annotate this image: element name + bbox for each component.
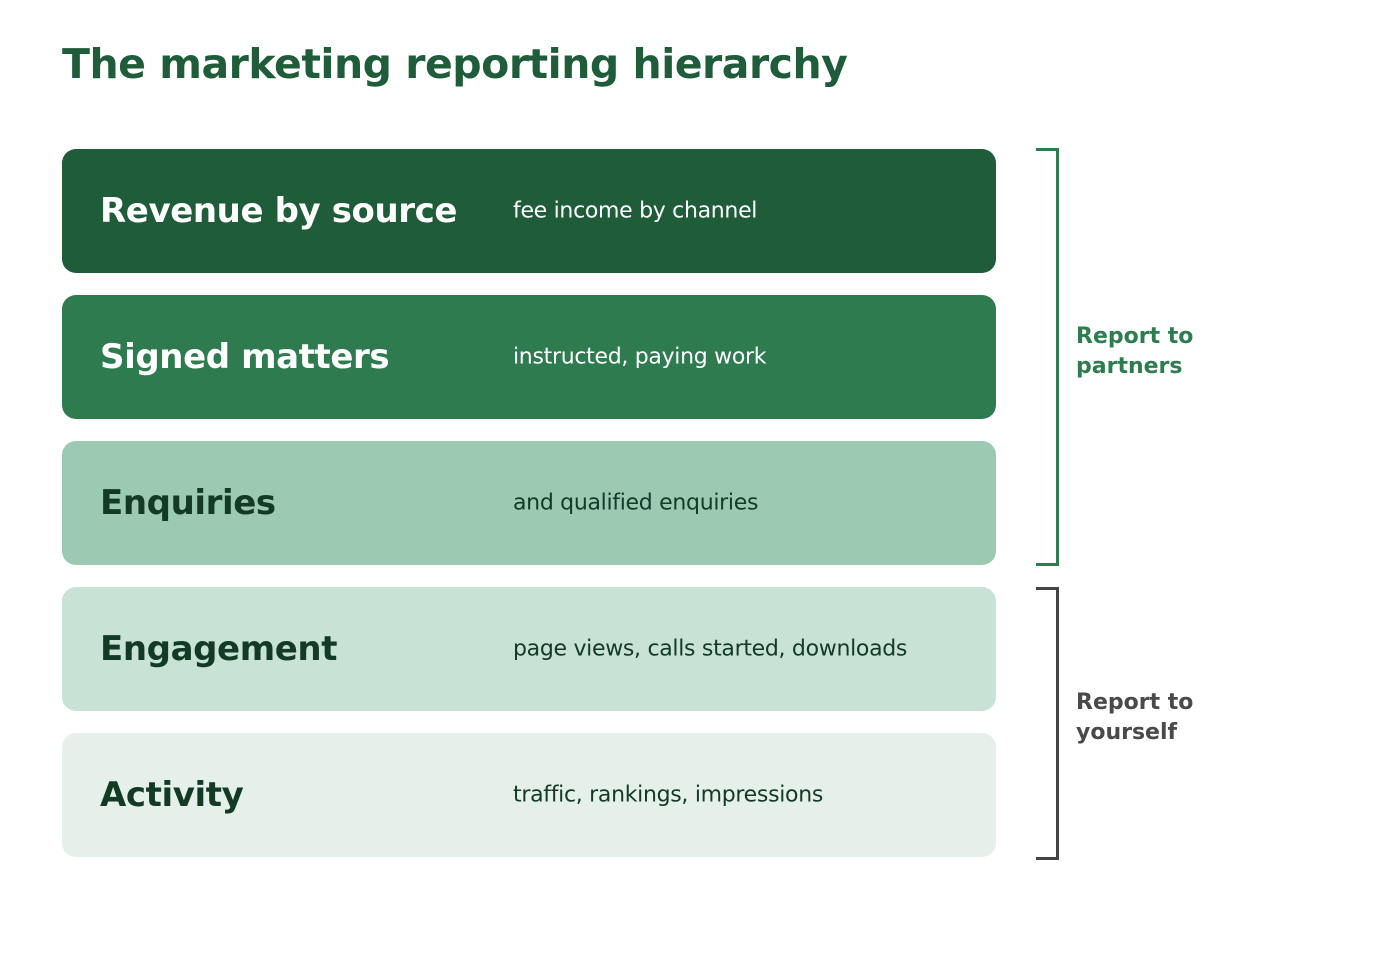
- tier-description: fee income by channel: [513, 198, 758, 224]
- tier-revenue-by-source: Revenue by source fee income by channel: [62, 149, 996, 273]
- tier-enquiries: Enquiries and qualified enquiries: [62, 441, 996, 565]
- hierarchy-tiers: Revenue by source fee income by channel …: [62, 149, 996, 879]
- tier-description: traffic, rankings, impressions: [513, 782, 824, 808]
- tier-name: Signed matters: [100, 337, 390, 377]
- tier-name: Enquiries: [100, 483, 276, 523]
- tier-name: Engagement: [100, 629, 338, 669]
- tier-name: Activity: [100, 775, 244, 815]
- partners-bracket: [1036, 148, 1059, 566]
- tier-activity: Activity traffic, rankings, impressions: [62, 733, 996, 857]
- yourself-group-label: Report to yourself: [1076, 690, 1194, 745]
- tier-signed-matters: Signed matters instructed, paying work: [62, 295, 996, 419]
- partners-group-label: Report to partners: [1076, 324, 1194, 379]
- tier-engagement: Engagement page views, calls started, do…: [62, 587, 996, 711]
- tier-name: Revenue by source: [100, 191, 458, 231]
- tier-description: and qualified enquiries: [513, 490, 759, 516]
- yourself-bracket: [1036, 587, 1059, 860]
- tier-description: instructed, paying work: [513, 344, 767, 370]
- page-title: The marketing reporting hierarchy: [62, 40, 848, 88]
- tier-description: page views, calls started, downloads: [513, 636, 908, 662]
